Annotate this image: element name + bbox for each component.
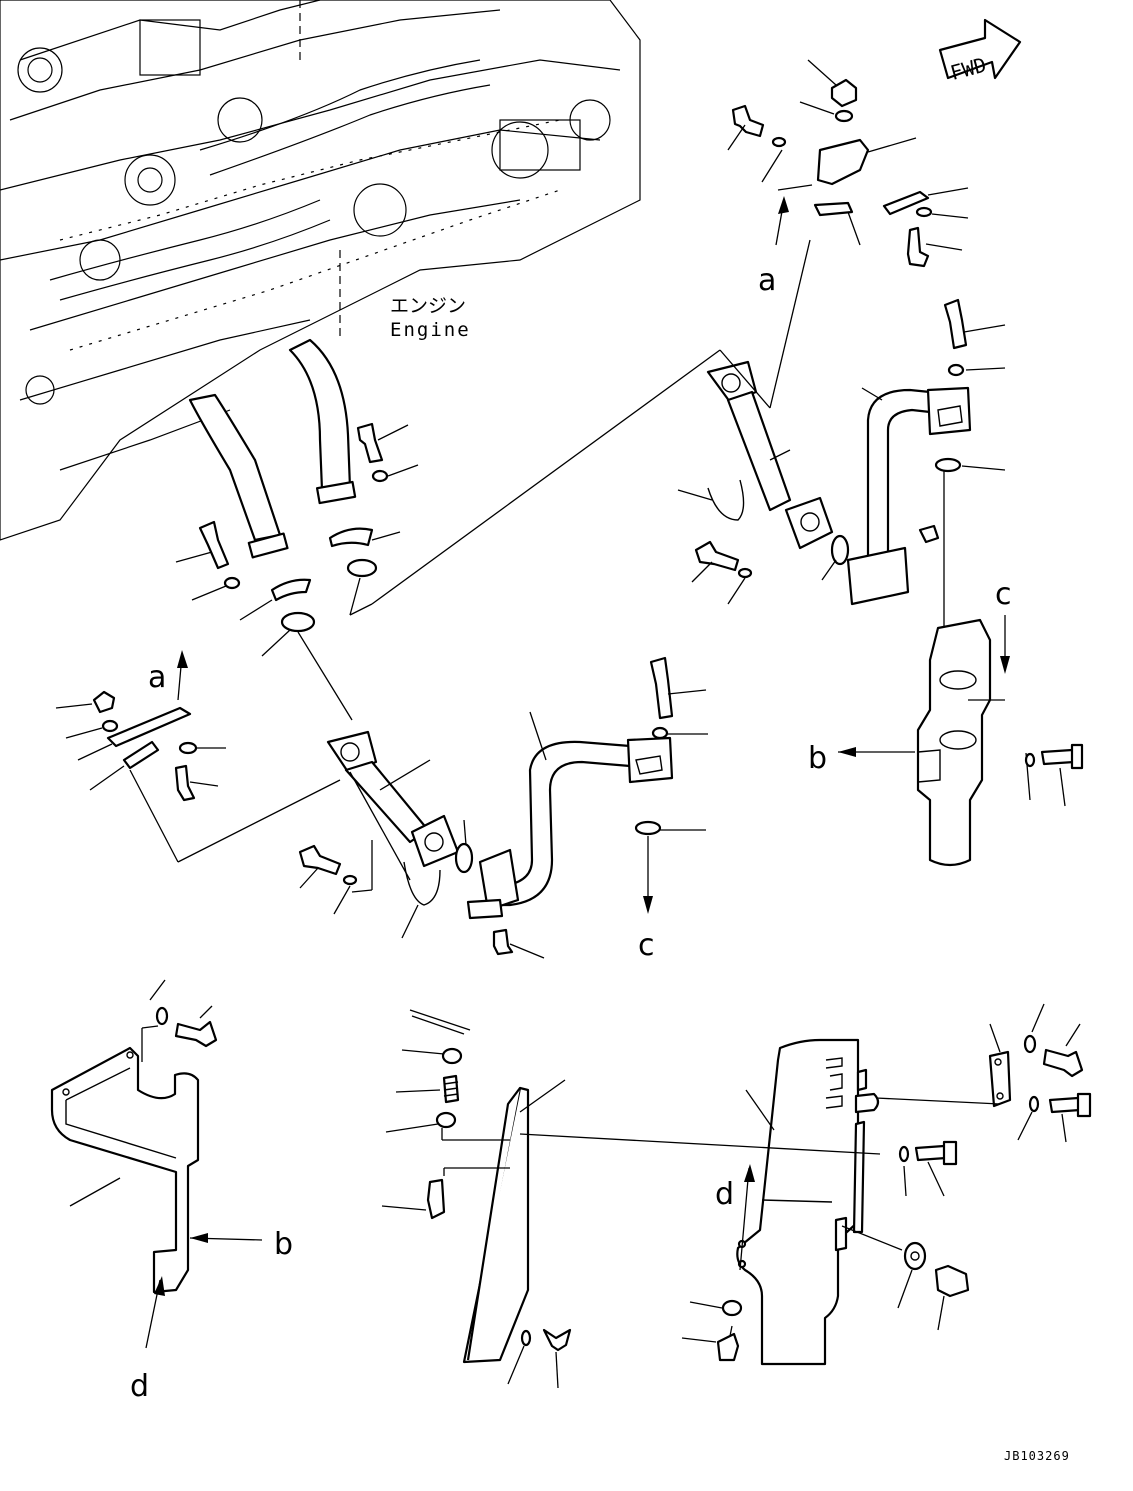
callout-b-bottom: b (274, 1227, 293, 1262)
valve-body: c b (808, 577, 1084, 867)
callout-c-center: c (638, 928, 655, 963)
callout-b-right: b (808, 741, 827, 776)
callout-a-top: a (758, 263, 776, 298)
fwd-arrow-icon: FWD (938, 18, 1022, 85)
engine-illustration (0, 0, 641, 559)
left-bracket-group: a (55, 650, 341, 863)
bottom-right-cover: d (519, 1003, 1092, 1366)
right-pipe-assembly (677, 239, 1006, 650)
top-right-bracket-group: a (727, 59, 969, 298)
callout-d-left: d (130, 1369, 149, 1404)
callout-d-right: d (715, 1177, 734, 1212)
bottom-center-plate (381, 1009, 572, 1389)
engine-label-jp: エンジン (390, 295, 466, 317)
center-fasteners (175, 349, 721, 721)
drawing-number: JB103269 (1004, 1449, 1070, 1463)
engine-label-en: Engine (390, 319, 471, 341)
callout-c-right: c (995, 577, 1012, 612)
callout-a-left: a (148, 660, 166, 695)
bottom-left-bracket: b d (50, 979, 293, 1404)
center-pipe-assembly: c (298, 656, 708, 963)
engine-label: エンジン Engine (390, 295, 471, 341)
